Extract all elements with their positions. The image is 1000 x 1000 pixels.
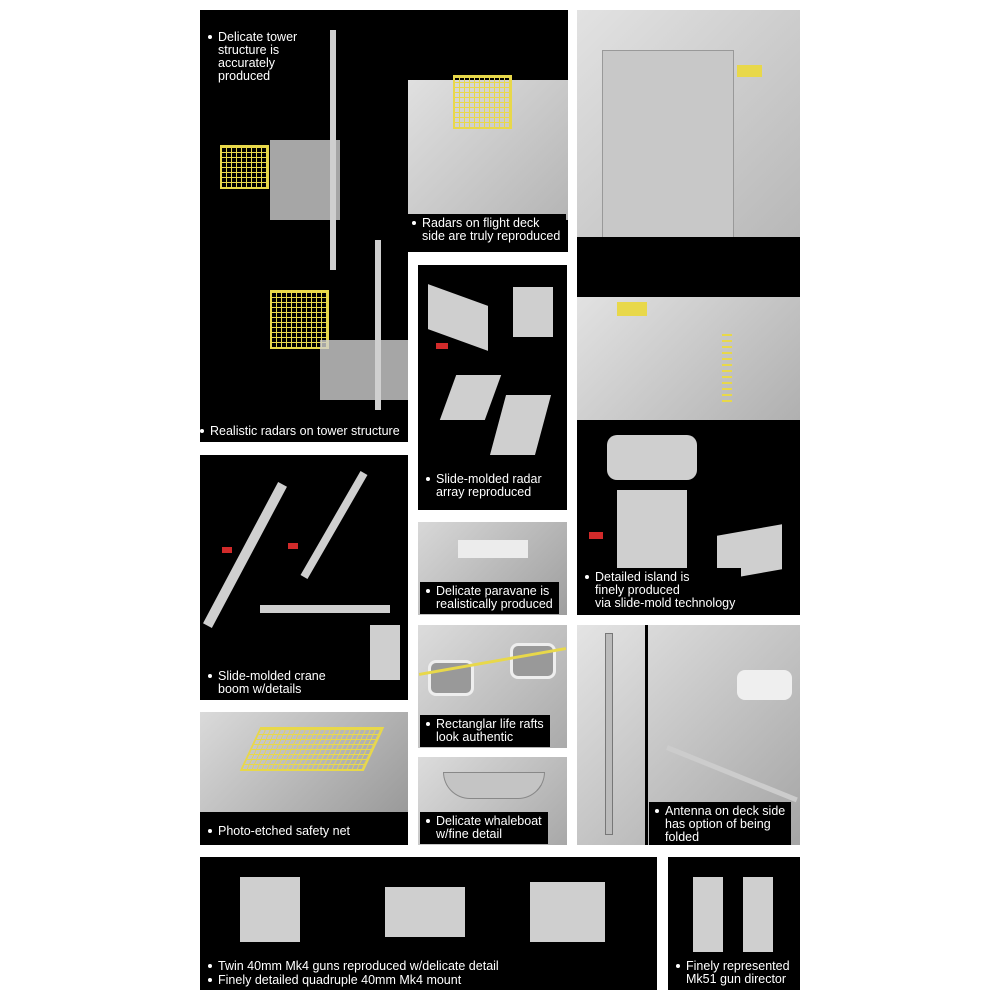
- panel-guns: Twin 40mm Mk4 guns reproduced w/delicate…: [200, 857, 657, 990]
- caption-line: realistically produced: [436, 597, 553, 611]
- caption-life-rafts: Rectanglar life rafts look authentic: [420, 715, 550, 747]
- radar-array: [453, 75, 512, 129]
- whaleboat: [443, 772, 545, 799]
- caption-line: Antenna on deck side: [665, 804, 786, 818]
- caption-line: Delicate whaleboat: [436, 814, 542, 828]
- caption-crane: Slide-molded crane boom w/details: [202, 667, 332, 699]
- caption-guns: Twin 40mm Mk4 guns reproduced w/delicate…: [202, 957, 505, 976]
- radar-part: [439, 375, 502, 420]
- caption-whaleboat: Delicate whaleboat w/fine detail: [420, 812, 548, 844]
- radar-part: [428, 284, 488, 351]
- caption-antenna: Antenna on deck side has option of being…: [649, 802, 792, 845]
- yellow-platform: [737, 65, 762, 77]
- caption-line: w/fine detail: [436, 827, 503, 841]
- radar-part: [489, 395, 552, 455]
- caption-line: Rectanglar life rafts: [436, 717, 544, 731]
- panel-life-rafts: Rectanglar life rafts look authentic: [418, 625, 567, 748]
- ladder: [722, 332, 732, 402]
- arrow-icon: [589, 532, 603, 539]
- divider: [645, 625, 648, 845]
- crane-boom: [300, 471, 368, 579]
- gun-director: [743, 877, 773, 952]
- caption-line: Mk51 gun director: [686, 972, 787, 986]
- caption-line: look authentic: [436, 730, 514, 744]
- twin-gun-mount: [240, 877, 300, 942]
- caption-line: has option of being: [665, 817, 771, 831]
- quad-gun-mount: [530, 882, 605, 942]
- caption-mk51: Finely represented Mk51 gun director: [670, 957, 796, 989]
- caption-line: array reproduced: [436, 485, 532, 499]
- caption-line: folded: [665, 830, 700, 844]
- panel-crane: Slide-molded crane boom w/details: [200, 455, 408, 700]
- caption-line: accurately: [218, 56, 275, 70]
- arrow-icon: [436, 343, 448, 349]
- radar-part: [513, 287, 553, 337]
- panel-paravane: Delicate paravane is realistically produ…: [418, 522, 567, 615]
- mast-lower: [375, 240, 381, 410]
- quad-gun-mount: [385, 887, 465, 937]
- panel-mk51: Finely represented Mk51 gun director: [668, 857, 800, 990]
- gun-tub: [737, 670, 792, 700]
- caption-safety-net: Photo-etched safety net: [202, 822, 357, 841]
- caption-line: Twin 40mm Mk4 guns reproduced w/delicate…: [218, 959, 499, 973]
- crane-base: [370, 625, 400, 680]
- caption-line: boom w/details: [218, 682, 302, 696]
- caption-line: Realistic radars on tower structure: [210, 424, 400, 438]
- caption-flight-deck-radars: Radars on flight deck side are truly rep…: [408, 214, 567, 246]
- antenna-mast: [605, 633, 613, 835]
- yellow-platform: [617, 302, 647, 316]
- caption-line: Finely detailed quadruple 40mm Mk4 mount: [218, 973, 462, 987]
- arrow-icon: [222, 547, 232, 553]
- caption-paravane: Delicate paravane is realistically produ…: [420, 582, 559, 614]
- antenna-folded: [666, 745, 798, 803]
- paravane: [458, 540, 528, 558]
- caption-line: side are truly reproduced: [422, 229, 561, 243]
- panel-slide-radar: Slide-molded radar array reproduced: [418, 265, 567, 510]
- caption-slide-radar: Slide-molded radar array reproduced: [420, 470, 548, 502]
- panel-tower: Delicate tower structure is accurately p…: [200, 10, 408, 442]
- caption-line: Photo-etched safety net: [218, 824, 351, 838]
- caption-line: Finely represented: [686, 959, 790, 973]
- caption-line: finely produced: [595, 583, 680, 597]
- caption-line: Delicate paravane is: [436, 584, 550, 598]
- island-structure: [577, 297, 800, 420]
- panel-island-mid: [577, 237, 800, 420]
- caption-line: produced: [218, 69, 271, 83]
- island-structure: [602, 50, 734, 237]
- caption-tower-radars: Realistic radars on tower structure: [200, 422, 406, 441]
- caption-line: structure is: [218, 43, 280, 57]
- caption-line: Slide-molded radar: [436, 472, 542, 486]
- safety-net: [239, 727, 385, 771]
- panel-island-top: [577, 10, 800, 237]
- panel-flight-deck-radars: Radars on flight deck side are truly rep…: [408, 10, 568, 252]
- panel-safety-net: Photo-etched safety net: [200, 712, 408, 845]
- caption-line: via slide-mold technology: [595, 596, 736, 610]
- island-part: [617, 490, 687, 570]
- life-raft: [510, 643, 556, 679]
- radar-array-lower: [270, 290, 329, 349]
- island-part: [607, 435, 697, 480]
- panel-antenna: Antenna on deck side has option of being…: [577, 625, 800, 845]
- tower-frame: [270, 140, 340, 220]
- caption-guns-quad: Finely detailed quadruple 40mm Mk4 mount: [202, 971, 467, 990]
- radar-array: [220, 145, 269, 189]
- caption-line: Delicate tower: [218, 30, 298, 44]
- caption-line: Radars on flight deck: [422, 216, 540, 230]
- tower-frame-lower: [320, 340, 408, 400]
- panel-island-parts: Detailed island is finely produced via s…: [577, 420, 800, 615]
- caption-tower-structure: Delicate tower structure is accurately p…: [202, 28, 303, 86]
- arrow-icon: [288, 543, 298, 549]
- caption-line: Slide-molded crane: [218, 669, 326, 683]
- caption-line: Detailed island is: [595, 570, 690, 584]
- gun-director: [693, 877, 723, 952]
- caption-island: Detailed island is finely produced via s…: [579, 568, 742, 613]
- crane-boom: [260, 605, 390, 613]
- panel-whaleboat: Delicate whaleboat w/fine detail: [418, 757, 567, 845]
